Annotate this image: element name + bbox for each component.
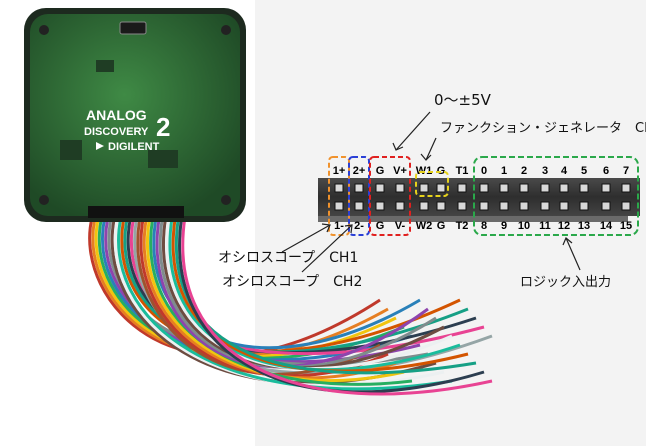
connector-strip [318,178,640,222]
pin-label: 1- [334,220,344,232]
pin-label: V- [395,220,406,232]
group-boxes [328,156,639,236]
pin-hole [419,183,429,193]
pin-hole [559,183,569,193]
brand-line1: ANALOG [86,107,147,123]
screw-icon [221,25,231,35]
pin-label: G [437,220,446,232]
pin-hole [354,201,364,211]
pin-hole [601,201,611,211]
pin-label: 4 [561,165,568,177]
pin-label: 2+ [353,165,366,177]
pin-label: G [376,220,385,232]
pin-label: T1 [456,165,469,177]
pin-hole [540,201,550,211]
scope-ch1-label: オシロスコープ CH1 [218,250,358,266]
analog-discovery-device: ANALOG DISCOVERY 2 DIGILENT [24,8,246,222]
wire-bundle [88,217,493,396]
pin-hole [621,201,631,211]
pin-label: 3 [542,165,548,177]
pin-hole [519,183,529,193]
jumper-wire [178,217,485,394]
pin-label: 1+ [333,165,346,177]
pin-hole [579,201,589,211]
pin-hole [334,183,344,193]
pin-label: 13 [578,220,590,232]
pin-label: 11 [539,220,551,232]
pin-label: 12 [558,220,570,232]
digilent-logo-icon [96,142,104,150]
screw-icon [39,25,49,35]
scope-ch2-box [348,156,370,236]
annotation-arrows [281,111,581,273]
pin-hole [375,183,385,193]
jumper-wire [117,217,453,391]
maker-name: DIGILENT [108,141,160,153]
pin-hole [579,183,589,193]
usb-port [119,21,147,35]
function-generator-box [415,171,449,197]
pin-hole [540,183,550,193]
pin-hole [436,201,446,211]
pin-label: G [376,165,385,177]
screw-icon [39,195,49,205]
pin-label: 5 [581,165,587,177]
pin-hole [479,201,489,211]
jumper-wire [88,217,381,357]
scope-ch1-box [328,156,350,236]
pin-hole [499,201,509,211]
pin-label: W2 [416,220,433,232]
jumper-wire [168,217,461,372]
pin-hole [375,201,385,211]
jumper-wire [158,217,437,369]
pin-hole [395,201,405,211]
pin-label: 2- [354,220,364,232]
pin-hole [559,201,569,211]
pin-hole [479,183,489,193]
jumper-wire [171,217,469,373]
brand-line2: DISCOVERY [84,126,149,138]
power-box [369,156,411,236]
logic-io-label: ロジック入出力 [520,275,611,290]
pin-label: 6 [603,165,609,177]
logic-io-box [473,156,639,236]
device-header [88,206,184,218]
pin-label: 14 [600,220,613,232]
pin-hole [334,201,344,211]
pin-hole [519,201,529,211]
pin-label: 0 [481,165,487,177]
jumper-wire [146,217,405,382]
pin-hole [395,183,405,193]
pin-label: 15 [620,220,632,232]
pin-label: V+ [393,165,407,177]
pin-hole [457,183,467,193]
jumper-wire [104,217,421,364]
pin-hole [621,183,631,193]
scope-ch2-label: オシロスコープ CH2 [222,274,362,290]
pin-hole [354,183,364,193]
pin-hole [457,201,467,211]
pin-label: 10 [518,220,530,232]
pin-hole [419,201,429,211]
pin-label: 7 [623,165,629,177]
jumper-wire [175,217,477,375]
pin-label: 1 [501,165,507,177]
function-generator-label: ファンクション・ジェネレータ CH1 [440,121,646,136]
power-range-label: 0～±5V [434,91,492,109]
pin-label: 8 [481,220,487,232]
pin-hole [601,183,611,193]
pin-label: 2 [521,165,527,177]
screw-icon [221,195,231,205]
jumper-wire [155,217,429,369]
pin-hole [436,183,446,193]
pin-label: T2 [456,220,469,232]
pin-hole [499,183,509,193]
pin-label: 9 [501,220,507,232]
jumper-wire [142,217,397,380]
model-number: 2 [156,112,170,142]
jumper-wire [181,217,493,396]
